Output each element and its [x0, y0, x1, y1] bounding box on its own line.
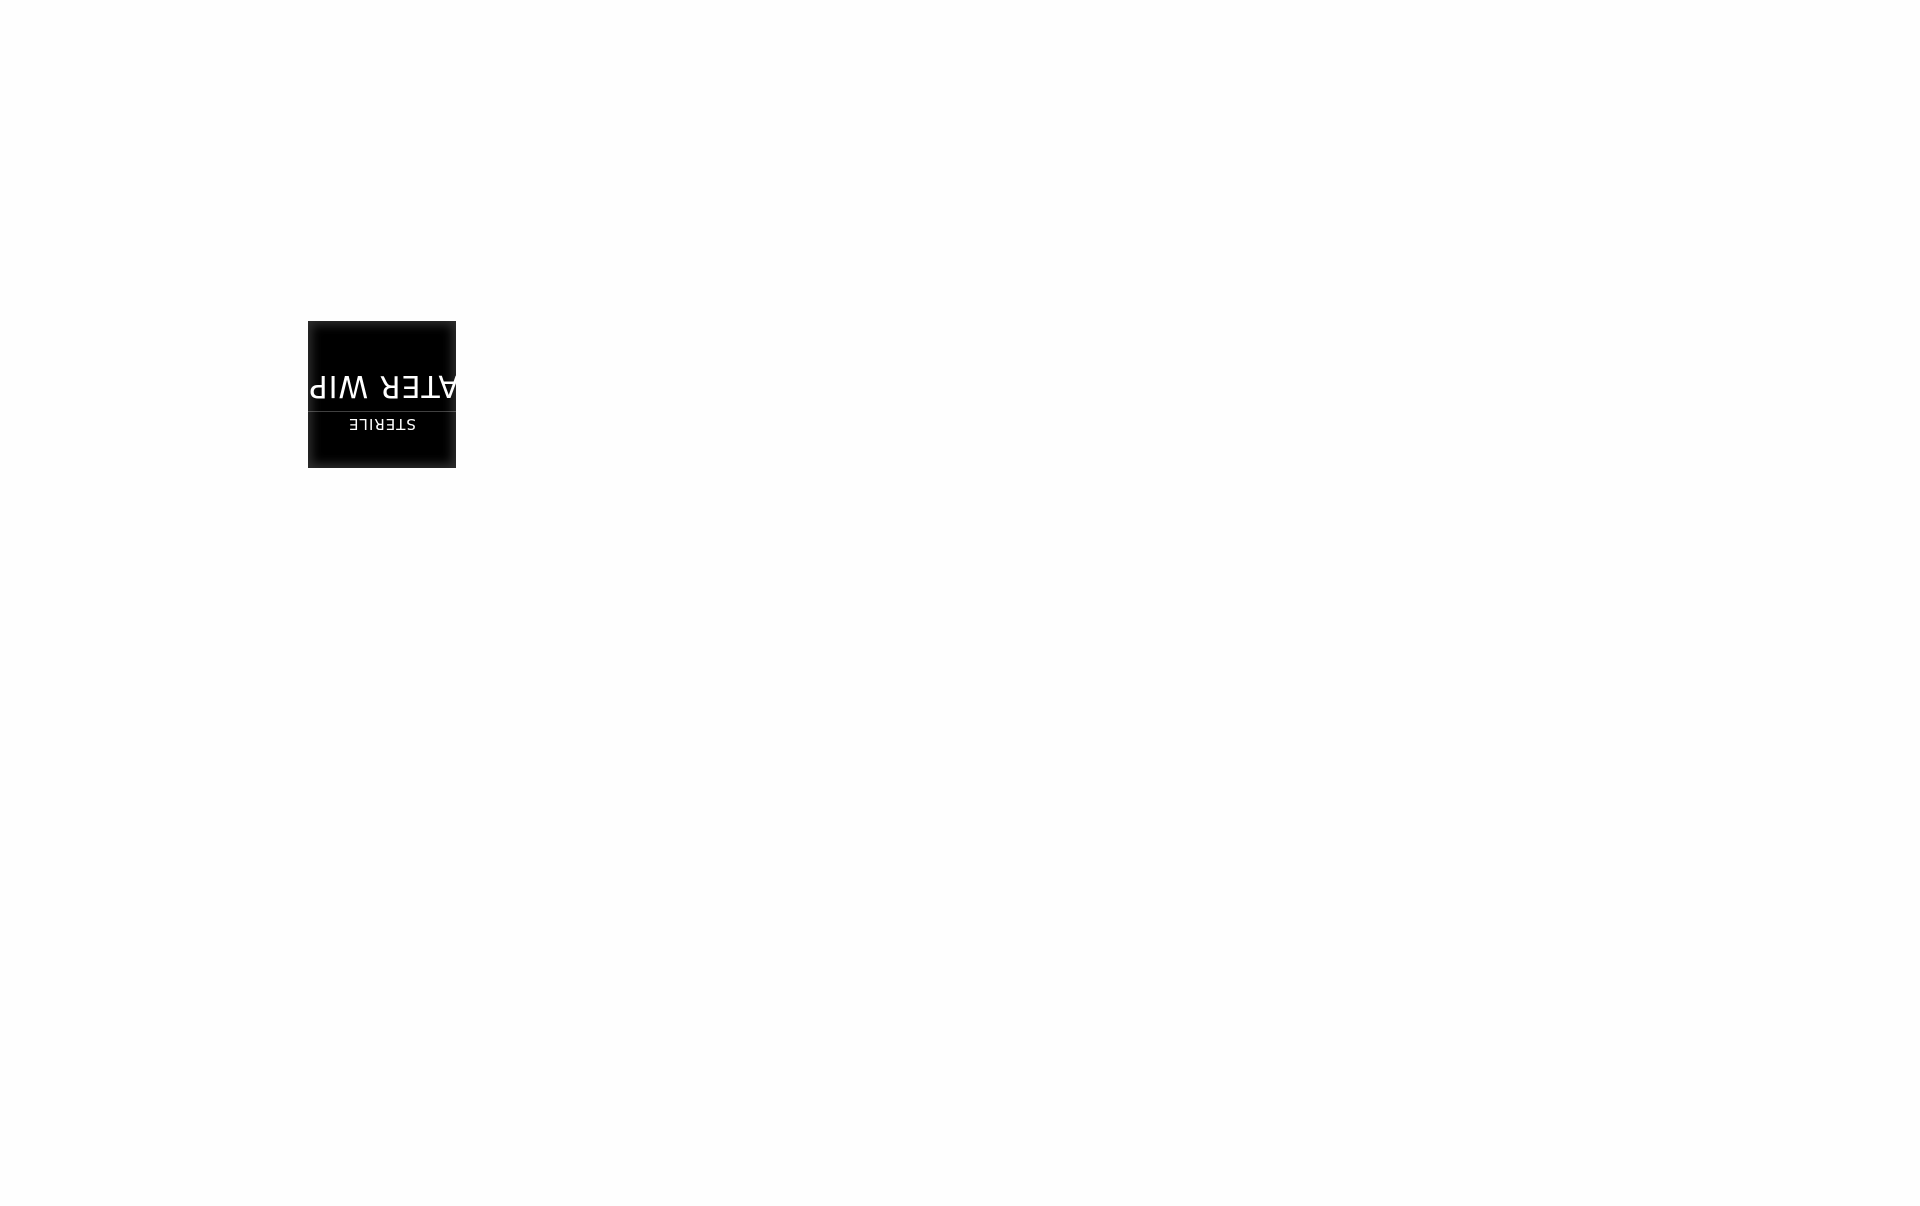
label-sub-text: STERILE	[348, 415, 416, 433]
product-label-tile: STERILE WATER WIPES	[308, 321, 456, 468]
label-main-text: WATER WIPES	[308, 368, 456, 403]
label-rotated-content: STERILE WATER WIPES	[308, 321, 456, 468]
label-divider	[308, 411, 456, 412]
